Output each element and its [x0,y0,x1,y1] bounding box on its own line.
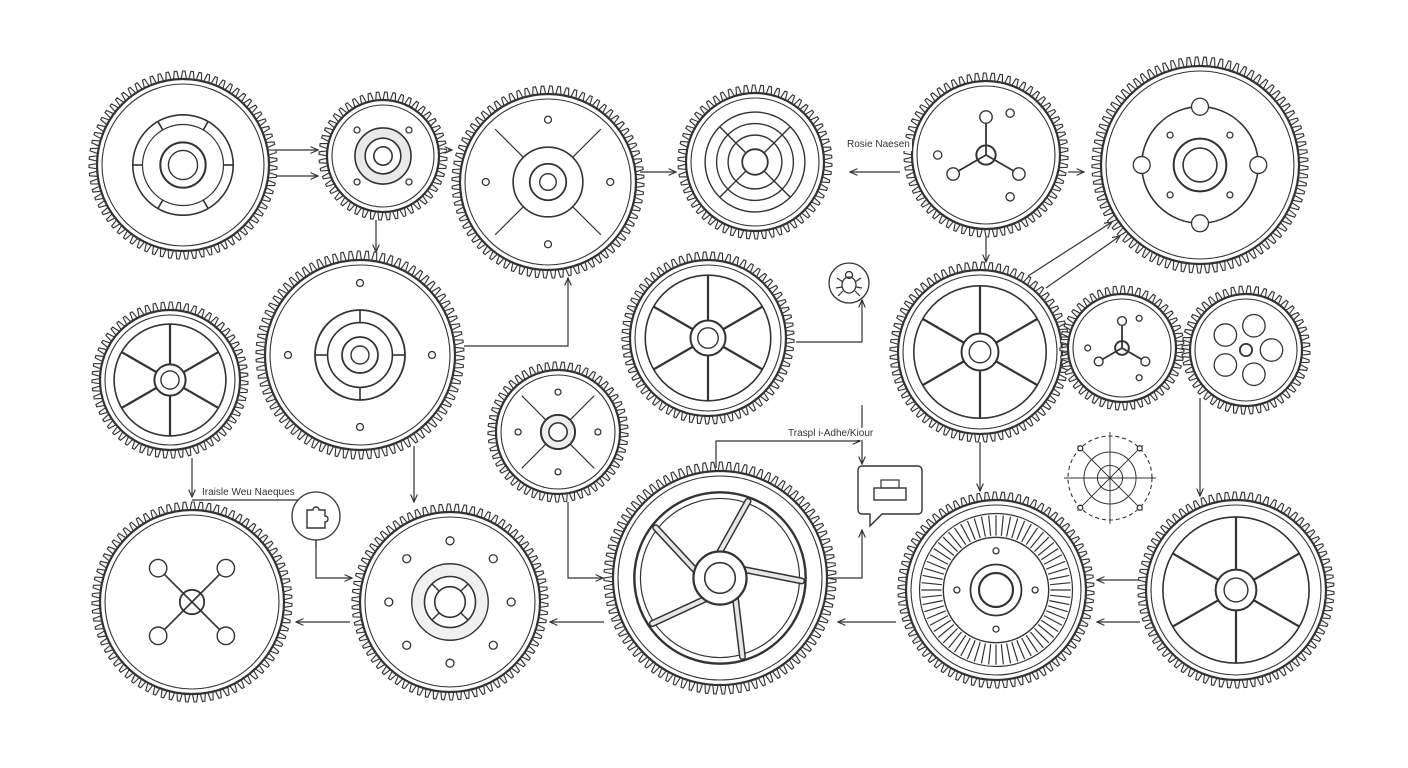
gear-1 [318,91,448,221]
gear-16 [897,491,1095,689]
bug-icon [828,262,870,304]
connector-label-0: Rosie Naesen [845,139,912,151]
gear-17 [1137,491,1335,689]
connector-16 [567,502,603,578]
gear-11 [1059,285,1185,411]
gear-14 [351,503,549,701]
gear-12 [1181,285,1311,415]
gear-7 [255,250,465,460]
gear-6 [91,301,249,459]
gear-8 [621,251,795,425]
connector-18 [715,441,860,468]
connector-8 [796,300,862,343]
gear-10 [889,261,1071,443]
connector-15 [315,540,352,578]
printer-icon [857,465,923,528]
gear-0 [88,70,278,260]
connector-10 [1027,222,1112,277]
gear-4 [903,72,1069,238]
gear-9 [487,361,629,503]
connector-19 [826,530,862,579]
icons-layer [291,262,1156,548]
puzzle-icon [291,491,341,548]
connector-11 [1045,236,1120,289]
gears-layer [88,56,1335,703]
gear-15 [603,461,837,695]
gear-5 [1091,56,1309,274]
gear-2 [451,85,645,279]
gear-13 [91,501,293,703]
connector-7 [464,278,568,347]
crosshair-icon [1064,432,1156,524]
connector-label-2: Iraisle Weu Naeques [200,487,297,499]
gear-3 [677,84,833,240]
connector-label-1: Traspl i-Adhe/Kiour [786,428,876,440]
